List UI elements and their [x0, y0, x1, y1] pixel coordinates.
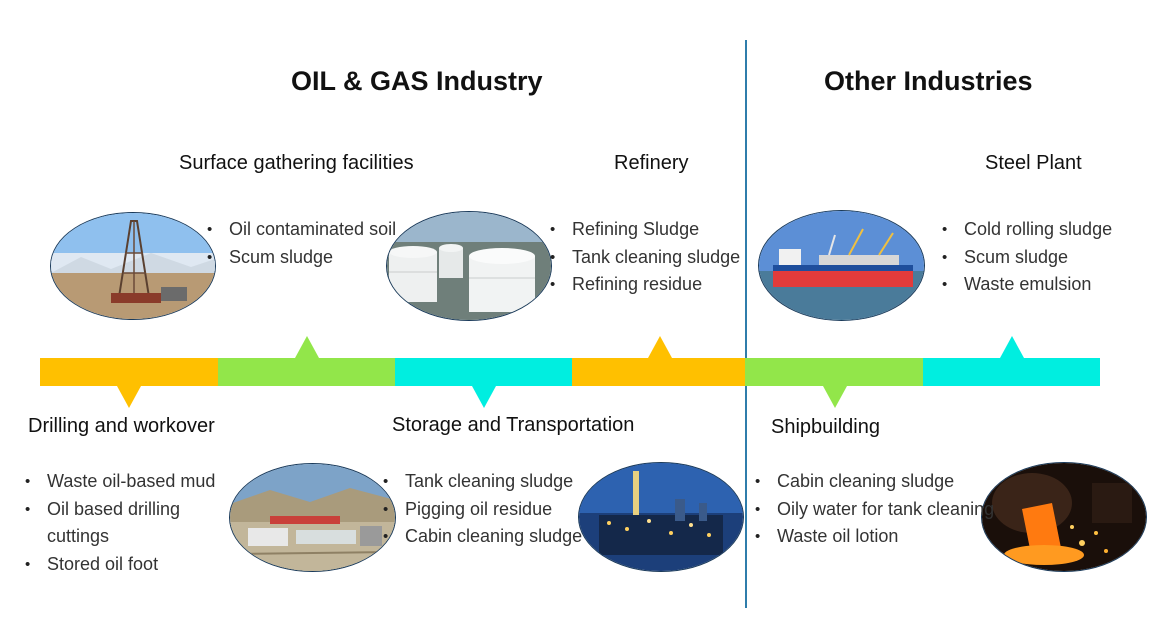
- industry-divider: [745, 40, 747, 608]
- surface-items: Oil contaminated soil Scum sludge: [207, 216, 396, 271]
- timeline-segment-steel: [923, 358, 1100, 386]
- timeline-segment-shipbuilding: [745, 358, 923, 386]
- stage-title-storage: Storage and Transportation: [392, 414, 635, 436]
- shipbuilding-items: Cabin cleaning sludge Oily water for tan…: [755, 468, 994, 551]
- timeline-segment-surface: [218, 358, 395, 386]
- pointer-down-drilling: [117, 386, 141, 408]
- pointer-up-surface: [295, 336, 319, 358]
- pointer-down-storage: [472, 386, 496, 408]
- list-item: Tank cleaning sludge: [383, 468, 582, 496]
- steel-items: Cold rolling sludge Scum sludge Waste em…: [942, 216, 1112, 299]
- list-item: Oil contaminated soil: [207, 216, 396, 244]
- list-item: Waste oil-based mud: [25, 468, 215, 496]
- stage-title-surface: Surface gathering facilities: [179, 152, 414, 174]
- list-item: Refining residue: [550, 271, 740, 299]
- list-item: Waste oil lotion: [755, 523, 994, 551]
- list-item: Tank cleaning sludge: [550, 244, 740, 272]
- storage-items: Tank cleaning sludge Pigging oil residue…: [383, 468, 582, 551]
- steel-pouring-photo: [981, 462, 1147, 572]
- timeline-segment-storage: [395, 358, 572, 386]
- processing-plant-photo: [229, 463, 396, 572]
- pointer-up-steel: [1000, 336, 1024, 358]
- drilling-rig-photo: [50, 212, 216, 320]
- stage-title-shipbuilding: Shipbuilding: [771, 416, 880, 438]
- timeline-segment-drilling: [40, 358, 218, 386]
- list-item: Oil based drilling cuttings: [25, 496, 210, 551]
- list-item: Scum sludge: [207, 244, 396, 272]
- stage-title-steel: Steel Plant: [985, 152, 1082, 174]
- other-industries-heading: Other Industries: [824, 66, 1033, 96]
- ship-photo: [758, 210, 925, 321]
- list-item: Scum sludge: [942, 244, 1112, 272]
- list-item: Cold rolling sludge: [942, 216, 1112, 244]
- list-item: Cabin cleaning sludge: [755, 468, 994, 496]
- list-item: Refining Sludge: [550, 216, 740, 244]
- list-item: Waste emulsion: [942, 271, 1112, 299]
- refinery-items: Refining Sludge Tank cleaning sludge Ref…: [550, 216, 740, 299]
- oil-gas-heading: OIL & GAS Industry: [291, 66, 543, 96]
- list-item: Stored oil foot: [25, 551, 210, 579]
- list-item: Oily water for tank cleaning: [755, 496, 994, 524]
- timeline-segment-refinery: [572, 358, 745, 386]
- list-item: Pigging oil residue: [383, 496, 582, 524]
- pointer-up-refinery: [648, 336, 672, 358]
- pointer-down-shipbuilding: [823, 386, 847, 408]
- drilling-items: Waste oil-based mud Oil based drilling c…: [25, 468, 215, 579]
- storage-tanks-photo: [386, 211, 552, 321]
- stage-title-drilling: Drilling and workover: [28, 415, 215, 437]
- list-item: Cabin cleaning sludge: [383, 523, 582, 551]
- refinery-night-photo: [578, 462, 744, 572]
- stage-title-refinery: Refinery: [614, 152, 689, 174]
